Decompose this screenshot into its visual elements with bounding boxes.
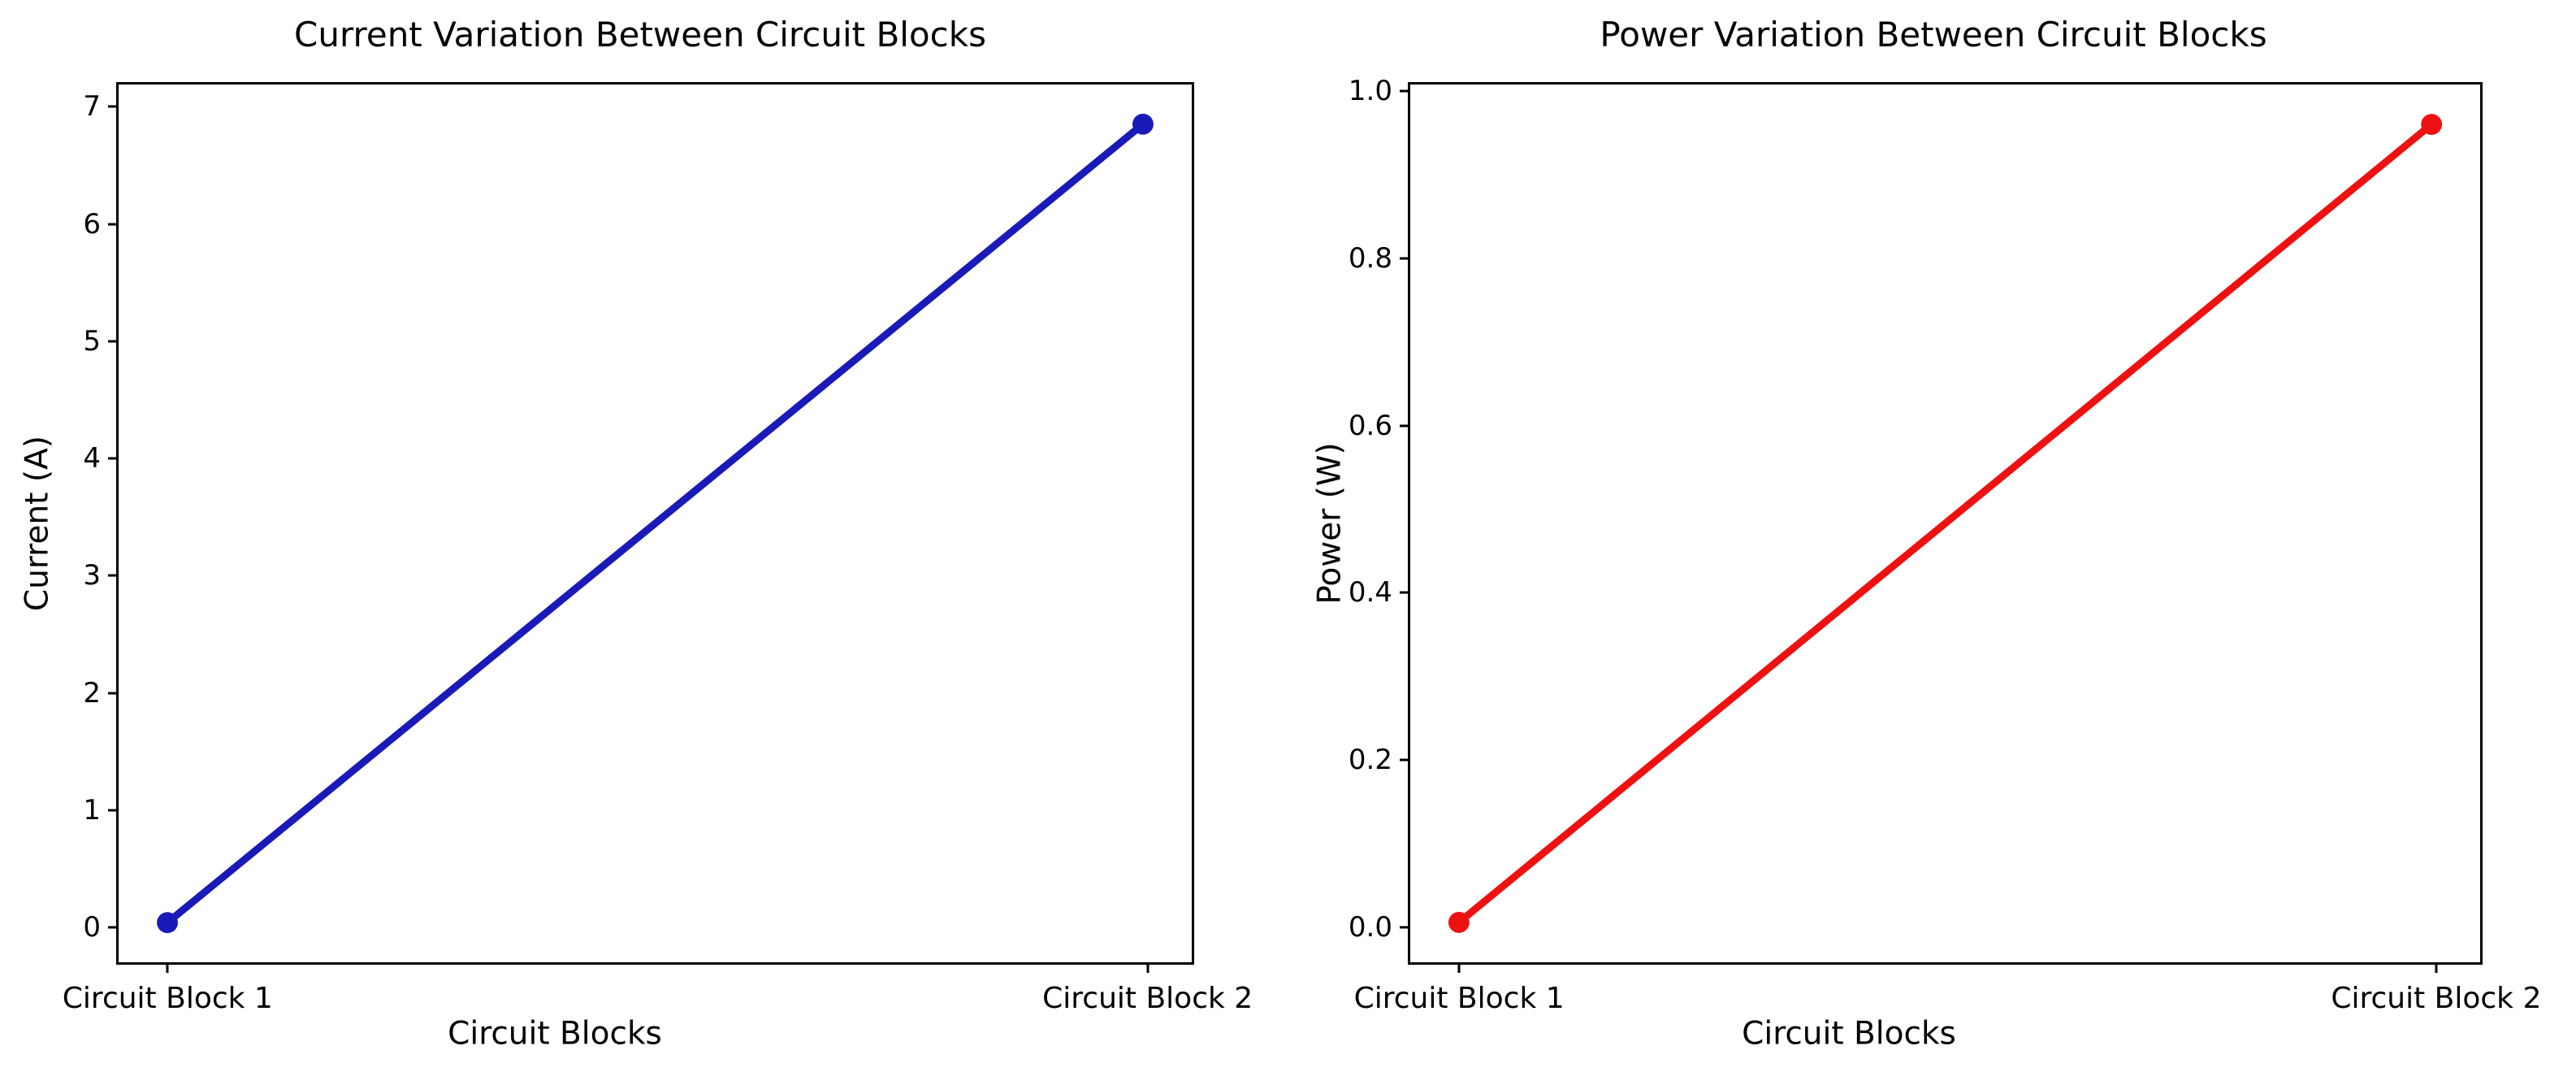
y-tick-mark xyxy=(108,340,119,343)
y-tick-label: 0 xyxy=(83,910,101,944)
y-tick-label: 7 xyxy=(83,90,101,124)
y-tick-label: 0.8 xyxy=(1348,241,1392,275)
series-current xyxy=(157,113,1154,934)
y-tick-mark xyxy=(1400,89,1410,93)
data-point-marker xyxy=(1448,911,1470,933)
x-tick-label: Circuit Block 1 xyxy=(1353,982,1565,1015)
y-tick-mark xyxy=(1400,591,1410,594)
plot-area-power xyxy=(1410,85,2480,962)
y-tick-label: 0.6 xyxy=(1348,409,1392,442)
markers-power xyxy=(1448,114,2443,933)
y-tick-label: 0.2 xyxy=(1348,743,1392,776)
x-axis-label-current: Circuit Blocks xyxy=(448,1015,662,1052)
y-tick-mark xyxy=(1400,257,1410,260)
chart-title-power: Power Variation Between Circuit Blocks xyxy=(1600,15,2267,54)
x-axis-label-power: Circuit Blocks xyxy=(1742,1015,1956,1052)
y-tick-label: 1 xyxy=(83,793,101,827)
line-power xyxy=(1455,120,2435,927)
x-tick-mark xyxy=(1457,962,1461,973)
x-tick-mark xyxy=(166,962,169,973)
y-tick-label: 2 xyxy=(83,676,101,710)
axes-current: 0 1 2 3 4 5 6 7 Circuit Block 1 Circuit Block 2 xyxy=(63,82,1253,1015)
line-current xyxy=(163,120,1147,927)
plot-area-current xyxy=(119,85,1192,962)
y-tick-label: 6 xyxy=(83,207,101,241)
y-tick-label: 3 xyxy=(83,559,101,592)
y-tick-label: 5 xyxy=(83,324,101,358)
chart-title-current: Current Variation Between Circuit Blocks xyxy=(294,15,986,54)
data-point-marker xyxy=(157,912,178,934)
y-tick-mark xyxy=(1400,926,1410,929)
y-tick-mark xyxy=(1400,758,1410,762)
data-point-marker xyxy=(1132,113,1154,135)
x-tick-mark xyxy=(1146,962,1149,973)
x-tick-mark xyxy=(2435,962,2438,973)
chart-panel-power: Power Variation Between Circuit Blocks 0… xyxy=(1288,0,2576,1085)
y-axis-label-power: Power (W) xyxy=(1311,442,1349,605)
x-tick-label: Circuit Block 1 xyxy=(62,982,273,1015)
y-tick-label: 0.0 xyxy=(1348,910,1392,944)
y-tick-mark xyxy=(1400,424,1410,427)
y-tick-mark xyxy=(108,105,119,108)
axes-power: 0.0 0.2 0.4 0.6 0.8 1.0 Circuit Block 1 Circui… xyxy=(1349,75,2541,1015)
y-tick-mark xyxy=(108,809,119,812)
y-tick-mark xyxy=(108,926,119,929)
y-axis-label-current: Current (A) xyxy=(19,436,56,611)
y-tick-mark xyxy=(108,457,119,460)
series-power xyxy=(1448,114,2443,933)
y-tick-label: 1.0 xyxy=(1348,75,1392,108)
y-tick-mark xyxy=(108,692,119,695)
y-tick-mark xyxy=(108,574,119,577)
y-tick-label: 4 xyxy=(83,442,101,475)
x-tick-label: Circuit Block 2 xyxy=(1042,982,1253,1015)
data-point-marker xyxy=(2421,114,2443,136)
y-tick-mark xyxy=(108,223,119,226)
x-tick-label: Circuit Block 2 xyxy=(2331,982,2542,1015)
markers-current xyxy=(157,113,1154,934)
y-tick-label: 0.4 xyxy=(1348,576,1392,610)
chart-panel-current: Current Variation Between Circuit Blocks… xyxy=(19,15,1253,1052)
